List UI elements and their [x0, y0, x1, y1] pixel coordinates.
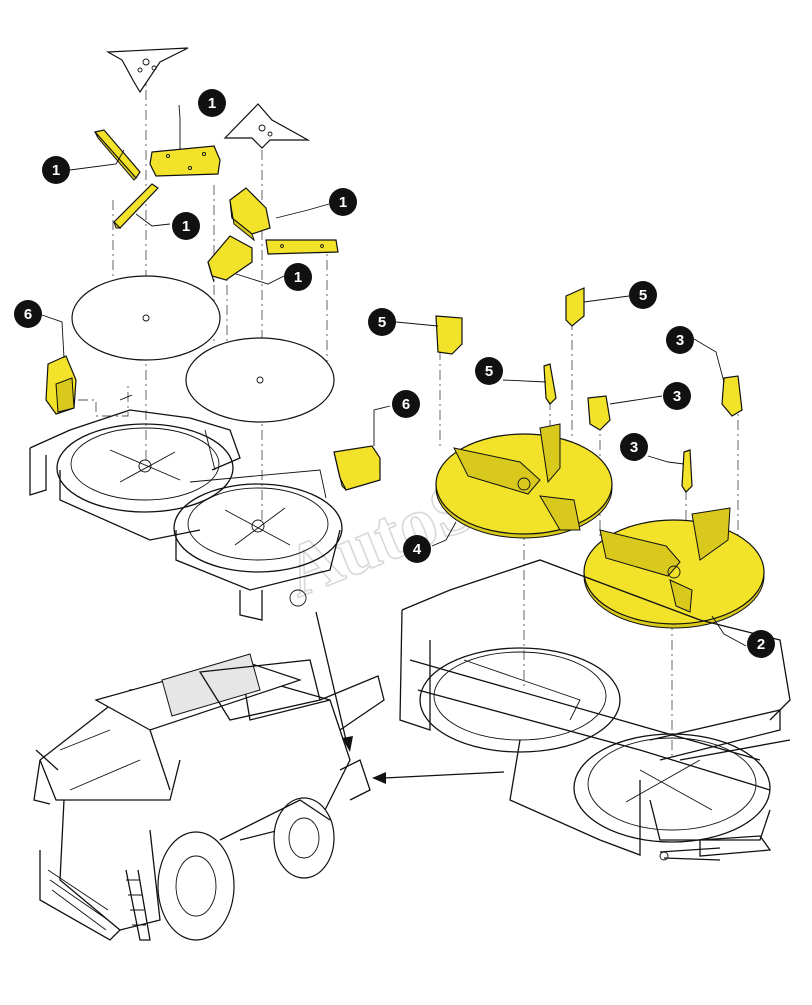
- callout-6b: 6: [392, 390, 420, 418]
- callout-3a: 3: [666, 326, 694, 354]
- wear-plate-1f: [207, 235, 253, 283]
- spreader-disc-left: [71, 275, 221, 361]
- callout-label: 6: [402, 396, 410, 413]
- callout-1b: 1: [42, 156, 70, 184]
- callout-label: 4: [413, 541, 422, 558]
- spreader-housing-upper-left: [29, 394, 343, 621]
- spreader-housing-right: [399, 559, 791, 861]
- callout-1a: 1: [198, 89, 226, 117]
- callout-3b: 3: [663, 382, 691, 410]
- callout-5a: 5: [368, 308, 396, 336]
- vane-3-a: [587, 395, 611, 431]
- callout-1c: 1: [172, 212, 200, 240]
- vane-3-b: [721, 375, 743, 417]
- wear-plate-1e: [265, 239, 339, 255]
- deflector-6-left: [45, 355, 77, 415]
- spreader-disc-right: [185, 337, 335, 423]
- callout-1d: 1: [329, 188, 357, 216]
- callout-5c: 5: [475, 357, 503, 385]
- wear-plate-1d: [229, 187, 271, 242]
- callout-4: 4: [403, 535, 431, 563]
- vane-5-c: [543, 363, 557, 405]
- wear-plate-1c: [113, 183, 159, 229]
- callout-label: 5: [485, 363, 493, 380]
- leader-lines: [41, 104, 747, 647]
- callout-label: 1: [294, 269, 302, 286]
- combine-harvester: [33, 653, 385, 941]
- spreader-disc-4: [435, 423, 613, 539]
- callout-label: 1: [182, 218, 190, 235]
- exploded-view-upper-left: [29, 47, 343, 621]
- wear-plate-1a: [93, 129, 141, 181]
- spider-hub-bracket-middle: [223, 103, 311, 149]
- spider-hub-bracket-upper: [105, 47, 189, 94]
- vane-5-b: [565, 287, 585, 327]
- callout-2: 2: [747, 630, 775, 658]
- callout-label: 3: [676, 332, 684, 349]
- flow-arrows: [315, 611, 505, 784]
- callout-label: 1: [52, 162, 60, 179]
- callout-label: 5: [378, 314, 386, 331]
- callout-3c: 3: [620, 433, 648, 461]
- exploded-view-upper-right: [333, 287, 791, 861]
- wear-plate-1b: [149, 145, 221, 177]
- callout-label: 3: [630, 439, 638, 456]
- callout-6a: 6: [14, 300, 42, 328]
- spreader-disc-2: [583, 507, 765, 629]
- callout-5b: 5: [629, 281, 657, 309]
- vane-5-a: [435, 315, 463, 355]
- callout-label: 6: [24, 306, 32, 323]
- callout-label: 1: [339, 194, 347, 211]
- callout-label: 1: [208, 95, 216, 112]
- vane-3-c: [681, 449, 693, 493]
- deflector-6-right: [333, 445, 381, 491]
- callout-label: 5: [639, 287, 647, 304]
- callout-1e: 1: [284, 263, 312, 291]
- callout-label: 2: [757, 636, 765, 653]
- callout-label: 3: [673, 388, 681, 405]
